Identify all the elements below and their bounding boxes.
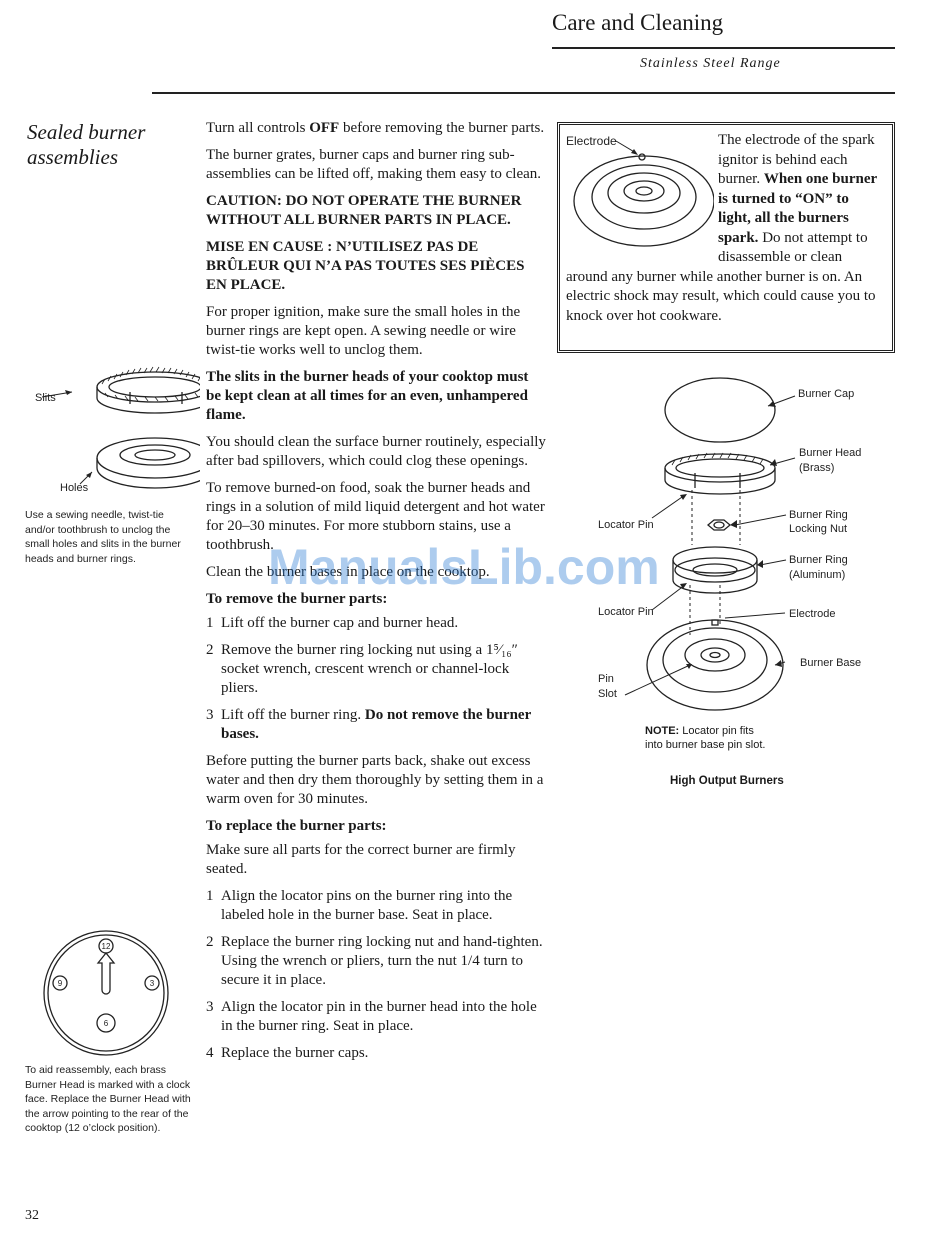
label-ring-nut: Burner Ring	[789, 509, 848, 521]
page-header-subtitle: Stainless Steel Range	[640, 56, 781, 71]
label-ring-nut-sub: Locking Nut	[789, 523, 848, 535]
dry-paragraph: Before putting the burner parts back, sh…	[206, 753, 544, 807]
seated-paragraph: Make sure all parts for the correct burn…	[206, 842, 516, 877]
label-burner-head-brass: (Brass)	[799, 462, 835, 474]
label-locator-pin-2: Locator Pin	[598, 606, 654, 618]
exploded-burner-diagram	[624, 377, 796, 711]
burner-ring-shape	[672, 546, 758, 574]
label-pin-slot: Pin	[598, 673, 614, 685]
caution-english: CAUTION: DO NOT OPERATE THE BURNER WITHO…	[206, 193, 522, 228]
label-burner-base: Burner Base	[800, 657, 862, 669]
replace-step-1: 1 Align the locator pins on the burner r…	[206, 888, 513, 923]
burner-head-slits-figure	[41, 366, 200, 489]
controls-off-paragraph: Turn all controls OFF before removing th…	[206, 120, 545, 136]
ignition-paragraph: For proper ignition, make sure the small…	[206, 304, 521, 358]
burner-cap-shape	[664, 377, 776, 443]
caption-unclog: Use a sewing needle, twist-tie and/or to…	[25, 509, 181, 565]
clock-label-3: 3	[150, 979, 155, 988]
label-electrode: Electrode	[789, 608, 836, 620]
replace-heading: To replace the burner parts:	[206, 818, 387, 834]
electrode-figure: Electrode	[566, 134, 714, 247]
label-locator-pin-1: Locator Pin	[598, 519, 654, 531]
section-rule	[152, 92, 895, 94]
label-burner-head: Burner Head	[799, 447, 862, 459]
label-burner-ring-sub: (Aluminum)	[789, 569, 846, 581]
soak-paragraph: To remove burned-on food, soak the burne…	[206, 480, 545, 553]
label-burner-cap: Burner Cap	[798, 388, 855, 400]
replace-step-2: 2 Replace the burner ring locking nut an…	[206, 934, 543, 988]
electrode-label: Electrode	[566, 134, 617, 148]
clock-label-9: 9	[58, 979, 63, 988]
remove-step-1: 1 Lift off the burner cap and burner hea…	[206, 615, 459, 631]
replace-step-3: 3 Align the locator pin in the burner he…	[206, 999, 537, 1034]
bases-paragraph: Clean the burner bases in place on the c…	[206, 564, 490, 580]
burner-base-shape	[646, 619, 784, 711]
clock-face-figure: 12 9 3 6	[43, 930, 169, 1056]
routine-clean-paragraph: You should clean the surface burner rout…	[206, 434, 546, 469]
slits-warning: The slits in the burner heads of your co…	[206, 369, 529, 423]
holes-label: Holes	[60, 482, 89, 494]
clock-label-6: 6	[104, 1019, 109, 1028]
main-text-column: Turn all controls OFF before removing th…	[206, 119, 546, 1071]
electrode-text: The electrode of the spark ignitor is be…	[566, 132, 877, 324]
watermark: ManualsLib.com	[268, 539, 660, 595]
label-burner-ring: Burner Ring	[789, 554, 848, 566]
caption-reassembly: To aid reassembly, each brass Burner Hea…	[25, 1064, 191, 1134]
header-rule	[552, 47, 895, 49]
lift-off-paragraph: The burner grates, burner caps and burne…	[206, 147, 542, 182]
electrode-warning-box: Electrode The electrode of the spark ign…	[557, 122, 895, 353]
diagram-title: High Output Burners	[670, 775, 784, 787]
remove-heading: To remove the burner parts:	[206, 591, 388, 607]
burner-head-shape	[664, 453, 776, 483]
caution-french: MISE EN CAUSE : N’UTILISEZ PAS DE BRÛLEU…	[206, 239, 525, 293]
replace-step-4: 4 Replace the burner caps.	[206, 1045, 369, 1061]
section-heading: Sealed burner assemblies	[27, 120, 146, 169]
remove-step-3: 3 Lift off the burner ring. Do not remov…	[206, 707, 531, 742]
page-header-title: Care and Cleaning	[552, 10, 724, 35]
slits-label: Slits	[35, 392, 56, 404]
clock-label-12: 12	[102, 942, 111, 951]
remove-step-2: 2 Remove the burner ring locking nut usi…	[206, 642, 518, 696]
clock-labels: 12 9 3 6	[58, 942, 155, 1028]
label-pin-slot-sub: Slot	[598, 688, 617, 700]
page-number: 32	[25, 1208, 39, 1223]
